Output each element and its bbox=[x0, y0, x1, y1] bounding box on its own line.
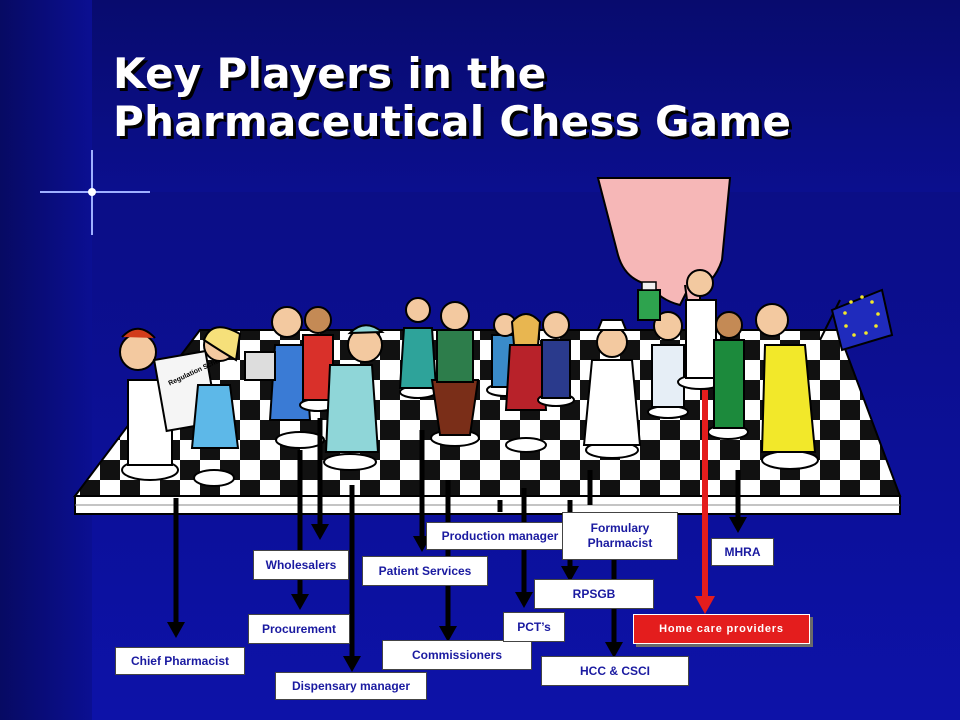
label-hcc-csci: HCC & CSCI bbox=[541, 656, 689, 686]
slide-title: Key Players in the Pharmaceutical Chess … bbox=[113, 50, 913, 146]
label-formulary-pharmacist: Formulary Pharmacist bbox=[562, 512, 678, 560]
highlight-arrow bbox=[695, 390, 715, 614]
left-band bbox=[0, 0, 92, 720]
player-figures: Regulation Scheme bbox=[119, 269, 894, 487]
label-procurement: Procurement bbox=[248, 614, 350, 644]
title-line-2: Pharmaceutical Chess Game bbox=[113, 97, 792, 146]
title-band bbox=[0, 0, 960, 192]
label-pcts: PCT’s bbox=[503, 612, 565, 642]
label-commissioners: Commissioners bbox=[382, 640, 532, 670]
eu-flag-icon bbox=[819, 288, 894, 352]
label-rpsgb: RPSGB bbox=[534, 579, 654, 609]
label-wholesalers: Wholesalers bbox=[253, 550, 349, 580]
label-home-care-providers: Home care providers bbox=[633, 614, 810, 644]
label-production-manager: Production manager bbox=[426, 522, 574, 550]
sparkle-icon bbox=[40, 150, 150, 235]
title-line-1: Key Players in the bbox=[113, 49, 547, 98]
label-dispensary-manager: Dispensary manager bbox=[275, 672, 427, 700]
label-mhra: MHRA bbox=[711, 538, 774, 566]
label-chief-pharmacist: Chief Pharmacist bbox=[115, 647, 245, 675]
medicine-bottle-icon bbox=[637, 289, 661, 321]
label-patient-services: Patient Services bbox=[362, 556, 488, 586]
